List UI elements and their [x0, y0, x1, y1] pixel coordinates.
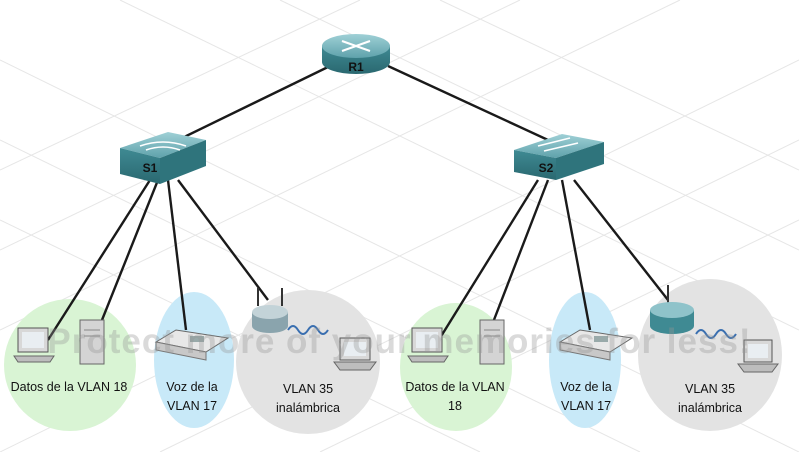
link-s1-pc — [46, 179, 152, 341]
router-r1[interactable]: R1 — [322, 34, 390, 74]
router-label: R1 — [348, 60, 364, 74]
link-s2-phone — [560, 179, 592, 331]
label-s1-wireless: VLAN 35 inalámbrica — [276, 382, 340, 415]
zone-s1-data — [4, 299, 136, 431]
wireless-signal-s2 — [695, 329, 737, 339]
wireless-signal-s1 — [287, 325, 329, 335]
switch-arrows-icon — [537, 137, 579, 152]
ip-phone-s1[interactable] — [154, 329, 230, 361]
label-s2-wireless: VLAN 35 inalámbrica — [678, 382, 742, 415]
link-s2-server — [490, 179, 550, 326]
label-s1-data: Datos de la VLAN 18 — [10, 380, 128, 394]
link-r1-s2 — [387, 64, 549, 142]
label-s1-voice: Voz de la VLAN 17 — [166, 380, 218, 413]
ip-phone-s2[interactable] — [558, 329, 634, 361]
access-point-s1[interactable] — [252, 288, 288, 333]
switch-s1[interactable]: S1 — [120, 132, 206, 184]
server-s1-data[interactable] — [79, 319, 105, 365]
router-arrows-icon — [341, 40, 371, 52]
label-s2-data: Datos de la VLAN 18 — [405, 380, 505, 413]
laptop-s1-wireless[interactable] — [333, 337, 377, 371]
zone-s1-voice — [154, 292, 234, 428]
pc-s1-data[interactable] — [13, 327, 55, 363]
label-s2-voice: Voz de la VLAN 17 — [560, 380, 612, 413]
link-s2-ap — [573, 179, 669, 301]
server-s2-data[interactable] — [479, 319, 505, 365]
switch-s2-label: S2 — [539, 161, 554, 175]
link-s1-ap — [177, 179, 269, 301]
pc-s2-data[interactable] — [407, 327, 449, 363]
watermark-text: Protect more of your memories for less! — [47, 322, 752, 361]
switch-s2[interactable]: S2 — [514, 134, 604, 180]
switch-s1-label: S1 — [143, 161, 158, 175]
link-s1-phone — [166, 179, 188, 331]
access-point-s2[interactable] — [650, 285, 694, 334]
cables — [46, 64, 669, 341]
zone-s2-voice — [549, 292, 621, 428]
link-r1-s1 — [177, 64, 331, 142]
link-s2-pc — [438, 179, 540, 339]
link-s1-server — [98, 179, 160, 326]
multilayer-switch-icon — [139, 141, 187, 151]
laptop-s2-wireless[interactable] — [737, 339, 779, 373]
